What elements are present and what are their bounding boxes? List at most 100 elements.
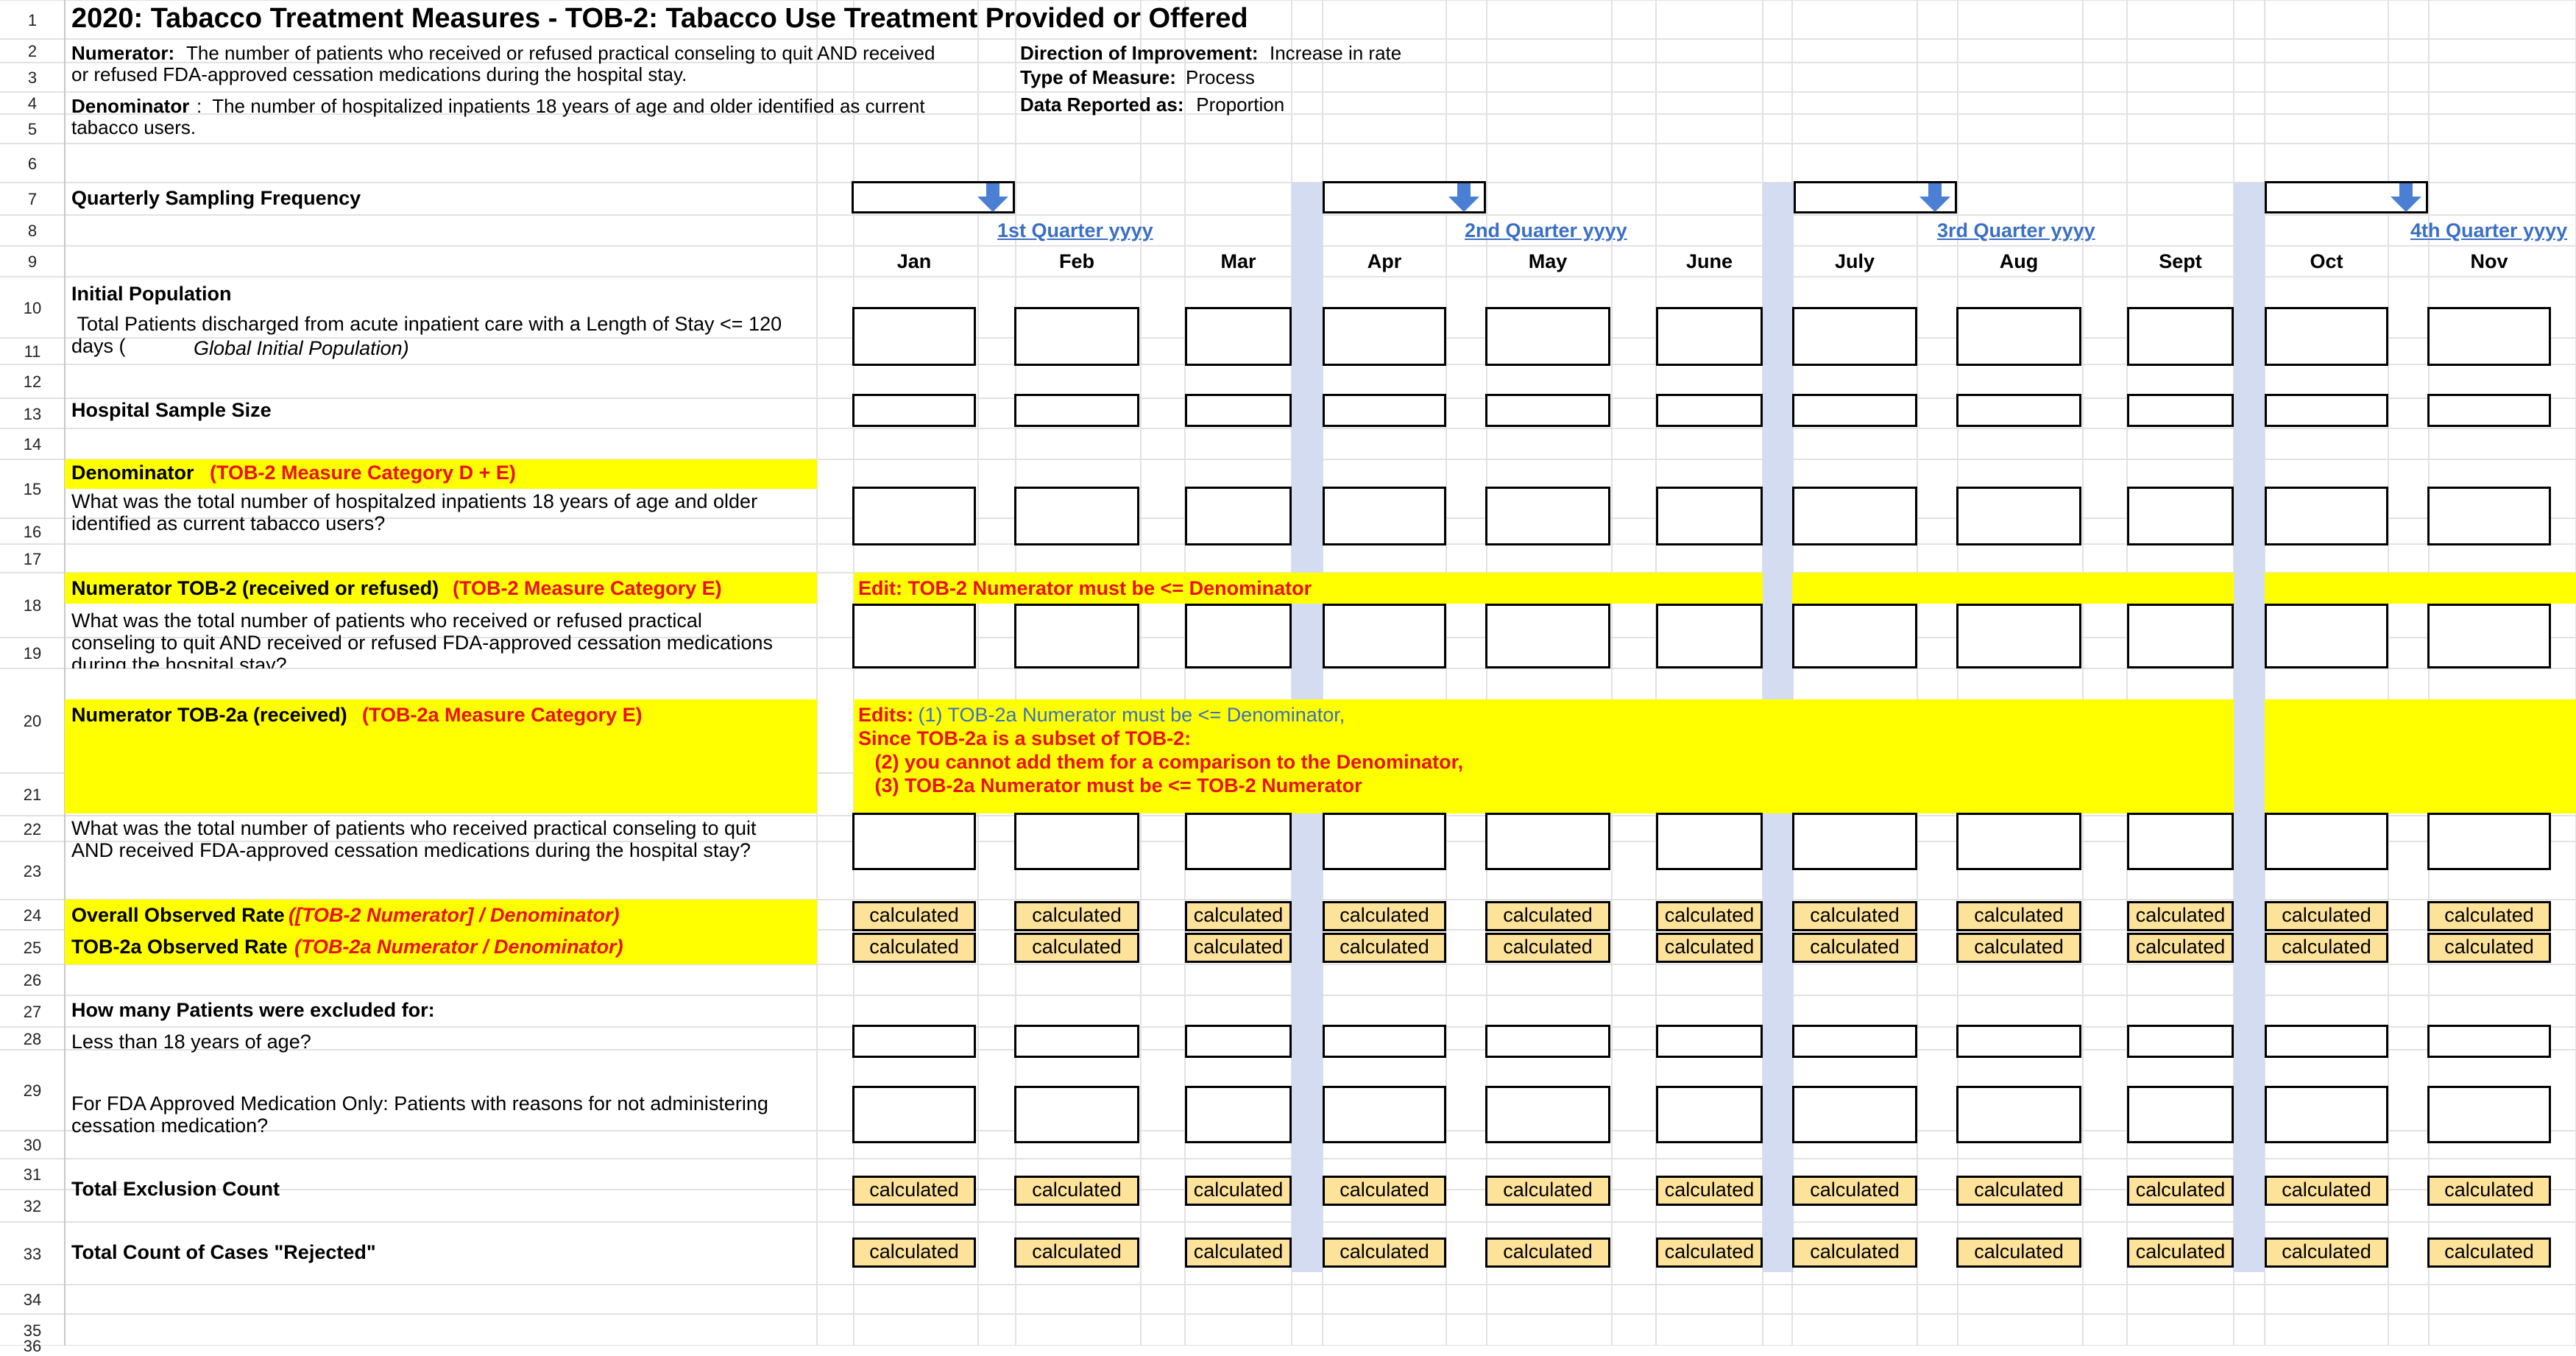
quarter-label-4[interactable]: 4th Quarter yyyy	[2410, 219, 2568, 241]
fda-reasons-input-may[interactable]	[1485, 1086, 1610, 1143]
type-value: Process	[1186, 66, 1255, 88]
denominator-input-may[interactable]	[1485, 487, 1610, 545]
total-exclusion-calculated-sept: calculated	[2127, 1176, 2234, 1206]
fda-reasons-input-nov[interactable]	[2427, 1086, 2551, 1143]
sample-size-input-may[interactable]	[1485, 394, 1610, 427]
sample-size-input-oct[interactable]	[2265, 394, 2388, 427]
numerator-tob2-input-july[interactable]	[1792, 604, 1917, 668]
fda-reasons-input-sept[interactable]	[2127, 1086, 2234, 1143]
sample-size-input-aug[interactable]	[1956, 394, 2081, 427]
numerator-tob2-input-apr[interactable]	[1323, 604, 1446, 668]
numerator-tob2a-input-mar[interactable]	[1185, 813, 1292, 870]
numerator-tob2a-input-apr[interactable]	[1323, 813, 1446, 870]
sample-size-input-nov[interactable]	[2427, 394, 2551, 427]
fda-reasons-input-june[interactable]	[1656, 1086, 1763, 1143]
numerator-tob2a-input-feb[interactable]	[1014, 813, 1139, 870]
denominator-input-mar[interactable]	[1185, 487, 1292, 545]
denominator-input-feb[interactable]	[1014, 487, 1139, 545]
fda-reasons-input-oct[interactable]	[2265, 1086, 2388, 1143]
sample-size-input-sept[interactable]	[2127, 394, 2234, 427]
numerator-tob2-input-oct[interactable]	[2265, 604, 2388, 668]
initial-population-input-jan[interactable]	[852, 307, 976, 366]
fda-reasons-input-aug[interactable]	[1956, 1086, 2081, 1143]
under-18-input-aug[interactable]	[1956, 1025, 2081, 1058]
numerator-tob2a-input-jan[interactable]	[852, 813, 976, 870]
total-exclusion-calculated-june: calculated	[1656, 1176, 1763, 1206]
sample-size-input-july[interactable]	[1792, 394, 1917, 427]
quarter-label-1[interactable]: 1st Quarter yyyy	[997, 219, 1153, 241]
sample-size-input-jan[interactable]	[852, 394, 976, 427]
denominator-input-june[interactable]	[1656, 487, 1763, 545]
under-18-input-nov[interactable]	[2427, 1025, 2551, 1058]
under-18-input-sept[interactable]	[2127, 1025, 2234, 1058]
numerator-tob2-input-mar[interactable]	[1185, 604, 1292, 668]
sampling-frequency-dropdown[interactable]	[1794, 181, 1957, 213]
denominator-input-sept[interactable]	[2127, 487, 2234, 545]
initial-population-input-feb[interactable]	[1014, 307, 1139, 366]
quarter-label-3[interactable]: 3rd Quarter yyyy	[1937, 219, 2095, 241]
fda-reasons-input-mar[interactable]	[1185, 1086, 1292, 1143]
fda-reasons-input-jan[interactable]	[852, 1086, 976, 1143]
initial-population-input-oct[interactable]	[2265, 307, 2388, 366]
row-number: 15	[23, 480, 42, 498]
numerator-tob2-label: Numerator TOB-2 (received or refused)	[71, 577, 439, 599]
fda-reasons-input-apr[interactable]	[1323, 1086, 1446, 1143]
sampling-frequency-dropdown[interactable]	[852, 181, 1015, 213]
initial-population-input-nov[interactable]	[2427, 307, 2551, 366]
row-number: 1	[27, 10, 38, 29]
initial-population-input-apr[interactable]	[1323, 307, 1446, 366]
under-18-input-apr[interactable]	[1323, 1025, 1446, 1058]
numerator-tob2a-input-oct[interactable]	[2265, 813, 2388, 870]
sample-size-input-mar[interactable]	[1185, 394, 1292, 427]
tob2a-rate-calculated-july: calculated	[1792, 933, 1917, 963]
initial-population-input-may[interactable]	[1485, 307, 1610, 366]
numerator-tob2-input-sept[interactable]	[2127, 604, 2234, 668]
numerator-tob2a-input-aug[interactable]	[1956, 813, 2081, 870]
initial-population-input-aug[interactable]	[1956, 307, 2081, 366]
numerator-tob2-input-aug[interactable]	[1956, 604, 2081, 668]
numerator-tob2a-input-june[interactable]	[1656, 813, 1763, 870]
sample-size-input-apr[interactable]	[1323, 394, 1446, 427]
initial-population-input-july[interactable]	[1792, 307, 1917, 366]
sample-size-input-june[interactable]	[1656, 394, 1763, 427]
denominator-input-apr[interactable]	[1323, 487, 1446, 545]
total-exclusion-calculated-oct: calculated	[2265, 1176, 2388, 1206]
denominator-input-nov[interactable]	[2427, 487, 2551, 545]
fda-reasons-input-feb[interactable]	[1014, 1086, 1139, 1143]
numerator-tob2a-input-may[interactable]	[1485, 813, 1610, 870]
under-18-input-mar[interactable]	[1185, 1025, 1292, 1058]
under-18-input-june[interactable]	[1656, 1025, 1763, 1058]
numerator-tob2-input-jan[interactable]	[852, 604, 976, 668]
numerator-tob2-input-june[interactable]	[1656, 604, 1763, 668]
fda-reasons-input-july[interactable]	[1792, 1086, 1917, 1143]
numerator-tob2a-input-nov[interactable]	[2427, 813, 2551, 870]
quarter-label-2[interactable]: 2nd Quarter yyyy	[1465, 219, 1627, 241]
numerator-tob2-input-may[interactable]	[1485, 604, 1610, 668]
initial-population-input-sept[interactable]	[2127, 307, 2234, 366]
row-number: 4	[27, 94, 38, 113]
month-header-jan: Jan	[896, 250, 932, 272]
under-18-input-jan[interactable]	[852, 1025, 976, 1058]
denominator-input-aug[interactable]	[1956, 487, 2081, 545]
sample-size-input-feb[interactable]	[1014, 394, 1139, 427]
row-number: 13	[23, 404, 42, 423]
numerator-tob2-input-nov[interactable]	[2427, 604, 2551, 668]
edits-rule-2: (2) you cannot add them for a comparison…	[858, 751, 1464, 773]
under-18-input-feb[interactable]	[1014, 1025, 1139, 1058]
row-number: 30	[23, 1136, 42, 1154]
under-18-input-may[interactable]	[1485, 1025, 1610, 1058]
sampling-frequency-dropdown[interactable]	[1323, 181, 1486, 213]
under-18-input-july[interactable]	[1792, 1025, 1917, 1058]
sampling-frequency-dropdown[interactable]	[2265, 181, 2428, 213]
denominator-input-july[interactable]	[1792, 487, 1917, 545]
numerator-tob2-input-feb[interactable]	[1014, 604, 1139, 668]
denominator-input-oct[interactable]	[2265, 487, 2388, 545]
initial-population-input-mar[interactable]	[1185, 307, 1292, 366]
highlight-band	[854, 699, 2234, 813]
denominator-input-jan[interactable]	[852, 487, 976, 545]
initial-population-input-june[interactable]	[1656, 307, 1763, 366]
numerator-tob2a-input-sept[interactable]	[2127, 813, 2234, 870]
numerator-tob2a-input-july[interactable]	[1792, 813, 1917, 870]
under-18-input-oct[interactable]	[2265, 1025, 2388, 1058]
